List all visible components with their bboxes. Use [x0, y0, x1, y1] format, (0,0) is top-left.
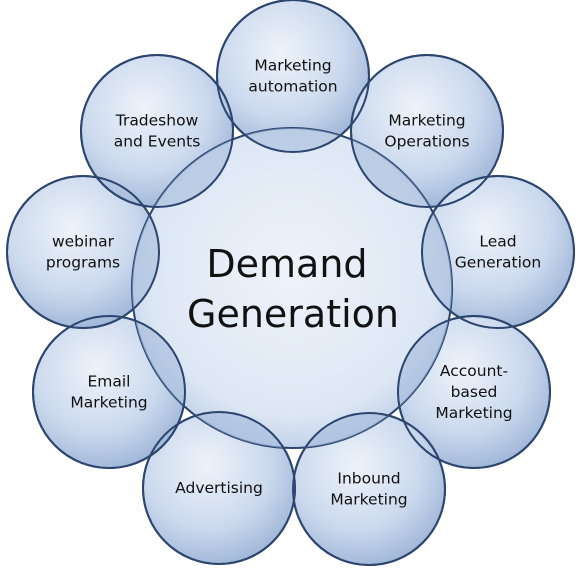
lead-generation-label-line-2: Generation	[455, 254, 541, 272]
center-label-line-2: Generation	[187, 292, 399, 336]
webinar-programs-label: webinar programs	[46, 233, 120, 272]
marketing-operations-outline	[350, 54, 504, 208]
webinar-programs-label-line-2: programs	[46, 254, 120, 272]
email-marketing-label-line-1: Email	[87, 373, 130, 391]
inbound-marketing-outline	[292, 412, 446, 566]
account-based-marketing-label-line-1: Account-	[440, 362, 508, 380]
tradeshow-and-events-label-line-2: and Events	[114, 133, 201, 151]
advertising-outline	[142, 411, 296, 565]
tradeshow-and-events-label: Tradeshow and Events	[114, 112, 201, 151]
center-label: Demand Generation	[187, 242, 399, 336]
webinar-programs-outline	[6, 175, 160, 329]
advertising-label: Advertising	[175, 479, 263, 497]
advertising-label-line-1: Advertising	[175, 479, 263, 497]
lead-generation-outline	[421, 175, 575, 329]
marketing-operations-label-line-1: Marketing	[388, 112, 465, 130]
webinar-programs-label-line-1: webinar	[52, 233, 115, 251]
marketing-automation-outline	[216, 0, 370, 153]
email-marketing-outline	[32, 315, 186, 469]
email-marketing-label-line-2: Marketing	[70, 394, 147, 412]
marketing-automation-label-line-2: automation	[248, 78, 337, 96]
lead-generation-label-line-1: Lead	[479, 233, 516, 251]
tradeshow-and-events-label-line-1: Tradeshow	[115, 112, 199, 130]
tradeshow-and-events-outline	[80, 54, 234, 208]
center-label-line-1: Demand	[206, 242, 367, 286]
account-based-marketing-label-line-2: based	[451, 383, 498, 401]
outer-outline-layer	[6, 0, 575, 566]
inbound-marketing-label-line-1: Inbound	[337, 470, 400, 488]
account-based-marketing-label-line-3: Marketing	[435, 404, 512, 422]
inbound-marketing-label-line-2: Marketing	[330, 491, 407, 509]
marketing-automation-label-line-1: Marketing	[254, 57, 331, 75]
account-based-marketing-outline	[397, 315, 551, 469]
marketing-operations-label-line-2: Operations	[384, 133, 469, 151]
marketing-automation-label: Marketing automation	[248, 57, 337, 96]
